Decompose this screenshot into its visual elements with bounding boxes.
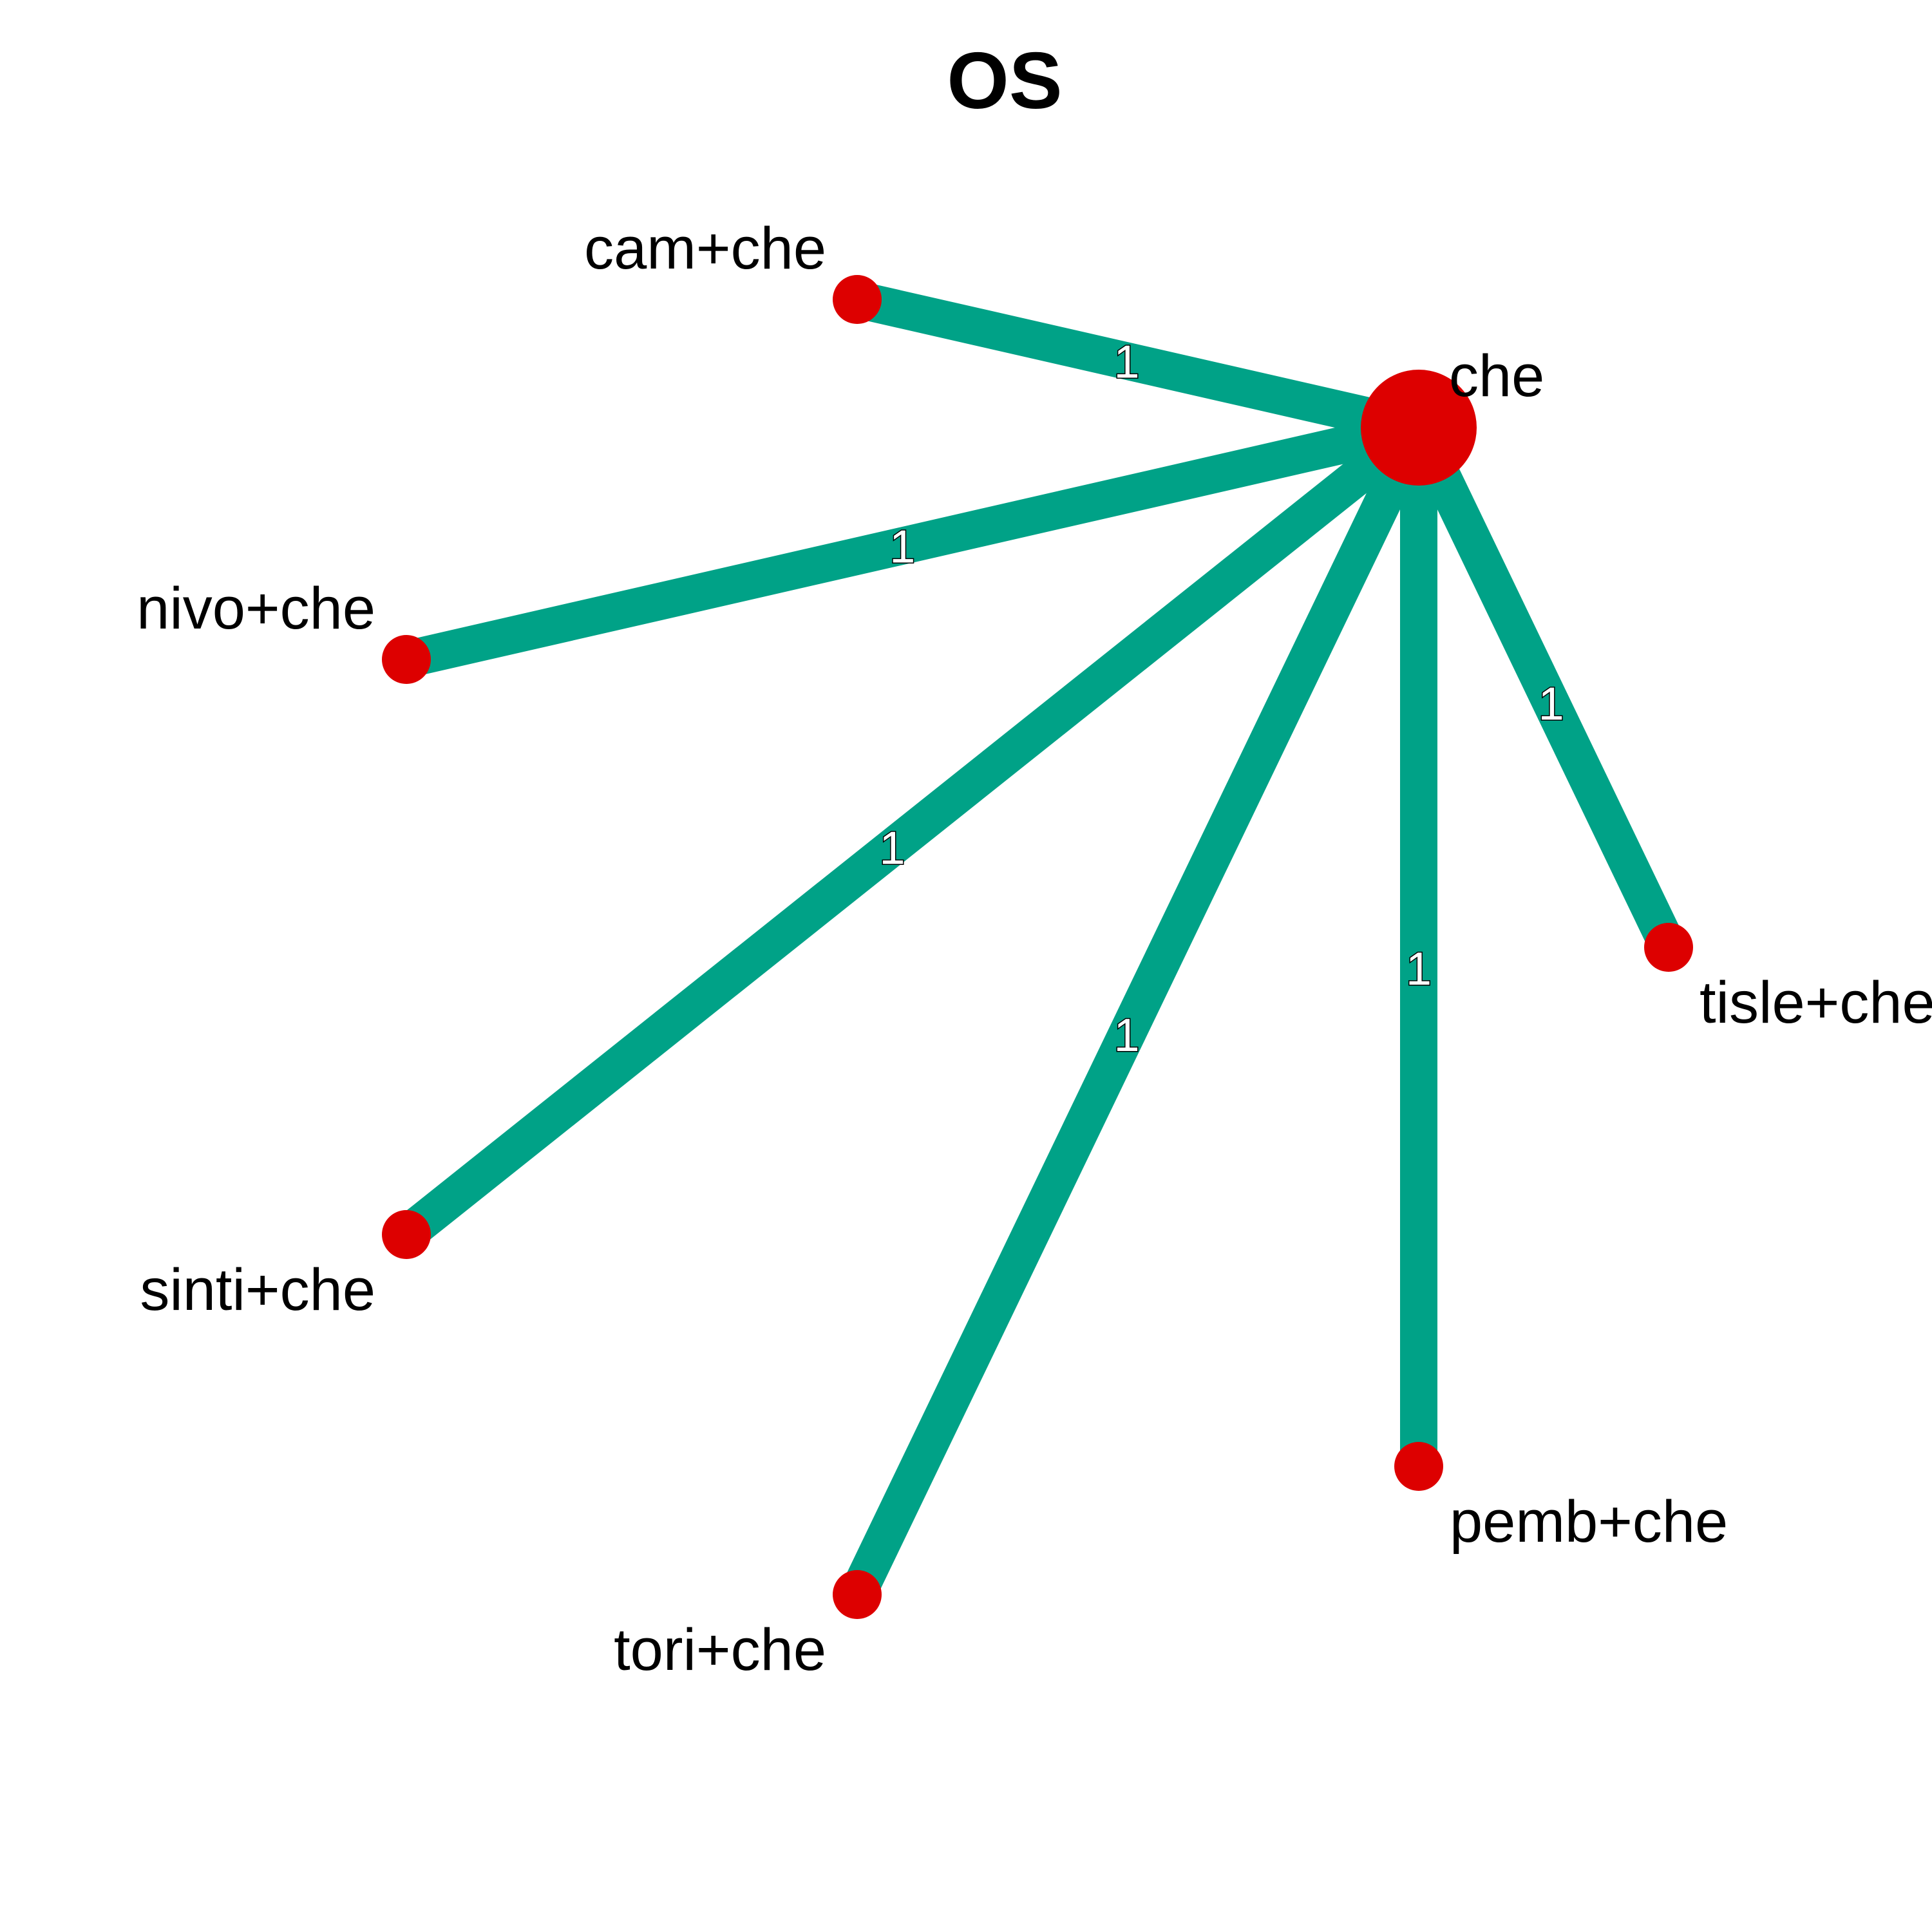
node-pemb: [1394, 1442, 1443, 1491]
edge-che-tisle: [1401, 419, 1686, 956]
edge-label-che-cam: 1: [1114, 337, 1140, 388]
edges-layer: [394, 281, 1686, 1603]
node-sinti: [382, 1210, 431, 1259]
node-label-che: che: [1449, 343, 1544, 409]
node-label-tori: tori+che: [614, 1617, 826, 1683]
node-labels-layer: che cam+che nivo+che sinti+che tori+che pemb+…: [137, 216, 1932, 1683]
edge-che-tori: [840, 419, 1436, 1603]
edge-label-che-nivo: 1: [889, 522, 915, 573]
node-label-pemb: pemb+che: [1450, 1489, 1728, 1555]
edge-label-che-tisle: 1: [1539, 679, 1564, 730]
edge-che-sinti: [394, 413, 1431, 1249]
node-label-sinti: sinti+che: [140, 1257, 375, 1323]
diagram-title: OS: [947, 37, 1062, 126]
edge-che-nivo: [402, 409, 1423, 678]
edge-label-che-sinti: 1: [880, 823, 905, 875]
node-tori: [833, 1570, 882, 1619]
edge-che-cam: [853, 281, 1423, 446]
node-cam: [833, 275, 882, 324]
node-che: [1361, 370, 1477, 486]
edge-label-che-pemb: 1: [1406, 943, 1432, 995]
node-nivo: [382, 635, 431, 684]
nodes-layer: [382, 275, 1693, 1619]
node-tisle: [1644, 923, 1693, 972]
node-label-tisle: tisle+che: [1700, 970, 1932, 1036]
edge-label-che-tori: 1: [1114, 1010, 1140, 1061]
node-label-cam: cam+che: [584, 216, 826, 281]
edge-labels-layer: 1 1 1 1 1 1: [878, 336, 1565, 1063]
node-label-nivo: nivo+che: [137, 576, 375, 641]
